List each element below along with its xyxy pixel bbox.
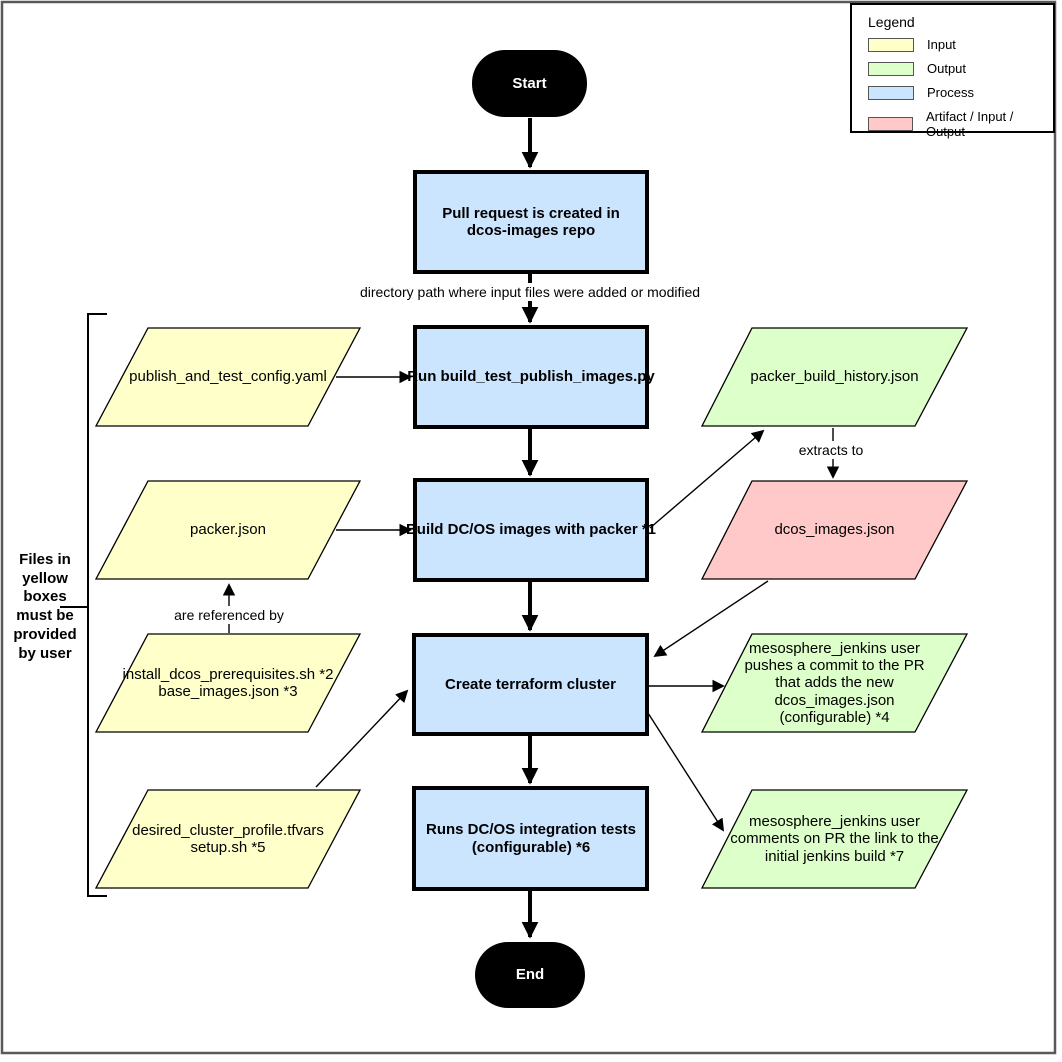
legend-row-output: Output	[868, 61, 1053, 76]
jenkins-comment-node-shape	[700, 789, 969, 889]
legend-label-process: Process	[927, 85, 974, 100]
input-color-swatch	[868, 37, 914, 52]
desired-profile-node-shape	[94, 789, 362, 889]
create-cluster-node-shape	[412, 633, 649, 736]
legend-label-artifact: Artifact / Input / Output	[925, 109, 1014, 139]
dcos-images-node-shape	[700, 480, 969, 580]
legend-label-output: Output	[927, 61, 967, 76]
yellow-files-bracket	[87, 313, 107, 897]
are-referenced-by-edge-label: are referenced by	[170, 606, 288, 624]
jenkins-commit-node-shape	[700, 633, 969, 733]
run-script-node-shape	[413, 325, 649, 429]
artifact-color-swatch	[868, 117, 913, 131]
start-node-shape	[472, 50, 587, 117]
legend-title: Legend	[868, 14, 915, 30]
pull-request-node-shape	[413, 170, 649, 274]
legend-box: Legend Input Output Process Artifact / I…	[850, 3, 1055, 139]
arrow-build-to-history	[649, 429, 765, 529]
legend-row-artifact: Artifact / Input / Output	[868, 109, 1053, 139]
legend-label-input: Input	[927, 37, 956, 52]
output-color-swatch	[868, 61, 914, 76]
legend-row-process: Process	[868, 85, 1053, 100]
legend-row-input: Input	[868, 37, 1053, 52]
build-history-node-shape	[700, 327, 969, 427]
publish-config-node-shape	[94, 327, 362, 427]
process-color-swatch	[868, 85, 914, 100]
arrow-create-to-comment	[647, 712, 725, 832]
end-node-shape	[475, 942, 585, 1008]
directory-path-edge-label: directory path where input files were ad…	[355, 283, 705, 301]
run-tests-node-shape	[412, 786, 649, 891]
arrow-dcosimages-to-create	[653, 580, 769, 658]
arrow-desired-to-create	[315, 689, 409, 788]
packer-json-node-shape	[94, 480, 362, 580]
build-images-node-shape	[413, 478, 649, 582]
yellow-files-note: Files in yellow boxes must be provided b…	[13, 550, 77, 662]
install-prereqs-node-shape	[94, 633, 362, 733]
extracts-to-edge-label: extracts to	[794, 441, 868, 459]
